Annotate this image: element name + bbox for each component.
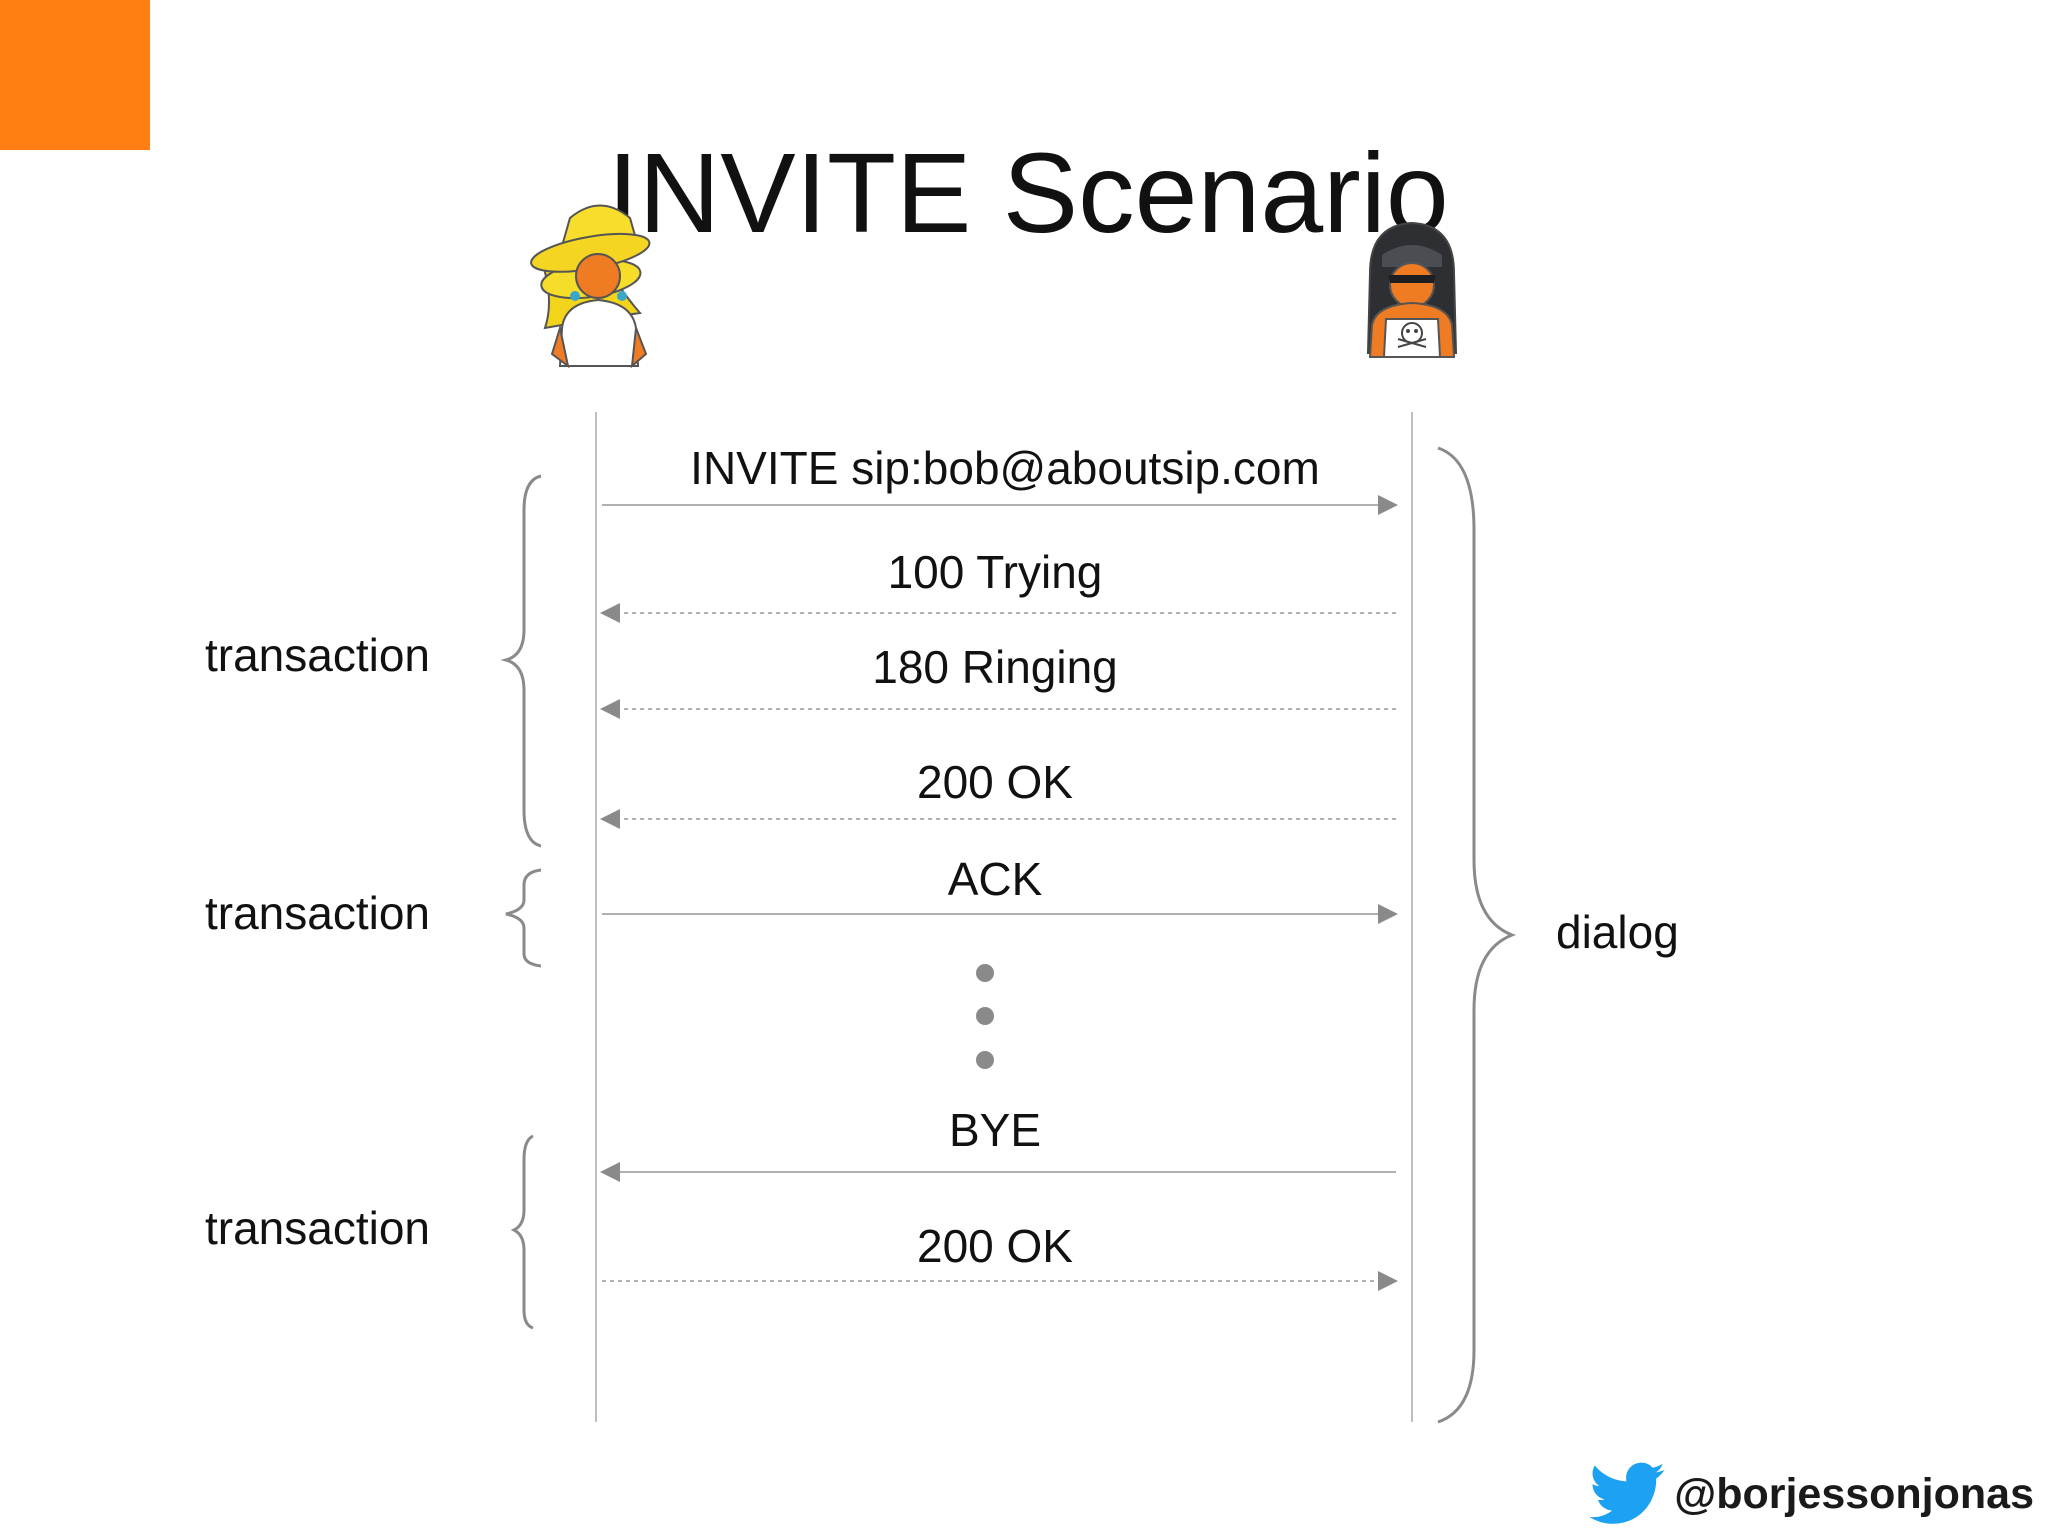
twitter-bird-icon: [1590, 1462, 1665, 1524]
transaction-label-3: transaction: [205, 1202, 431, 1254]
message-label-ack: ACK: [947, 853, 1043, 905]
caller-avatar-yellow-hat-icon: [530, 204, 651, 369]
transaction-brace-2: [505, 868, 542, 968]
message-label-180-ringing: 180 Ringing: [872, 641, 1118, 693]
message-label-bye: BYE: [948, 1104, 1042, 1156]
transaction-brace-3: [510, 1134, 534, 1330]
message-label-invite: INVITE sip:bob@aboutsip.com: [690, 442, 1320, 494]
twitter-handle: @borjessonjonas: [1590, 1459, 2034, 1529]
dialog-brace: [1437, 446, 1517, 1424]
message-label-200-ok: 200 OK: [917, 756, 1073, 808]
message-label-100-trying: 100 Trying: [887, 546, 1103, 598]
page-title: INVITE Scenario: [607, 130, 1449, 256]
transaction-brace-1: [500, 474, 542, 848]
twitter-handle-text: @borjessonjonas: [1674, 1469, 2034, 1518]
ellipsis-dot: [976, 964, 994, 982]
transaction-label-1: transaction: [205, 629, 431, 681]
accent-square: [0, 0, 150, 150]
message-label-200-ok-bye: 200 OK: [917, 1220, 1073, 1272]
callee-avatar-pirate-icon: [1366, 221, 1458, 358]
ellipsis-dot: [976, 1051, 994, 1069]
ellipsis-dot: [976, 1007, 994, 1025]
transaction-label-2: transaction: [205, 887, 431, 939]
dialog-label: dialog: [1556, 906, 1679, 958]
